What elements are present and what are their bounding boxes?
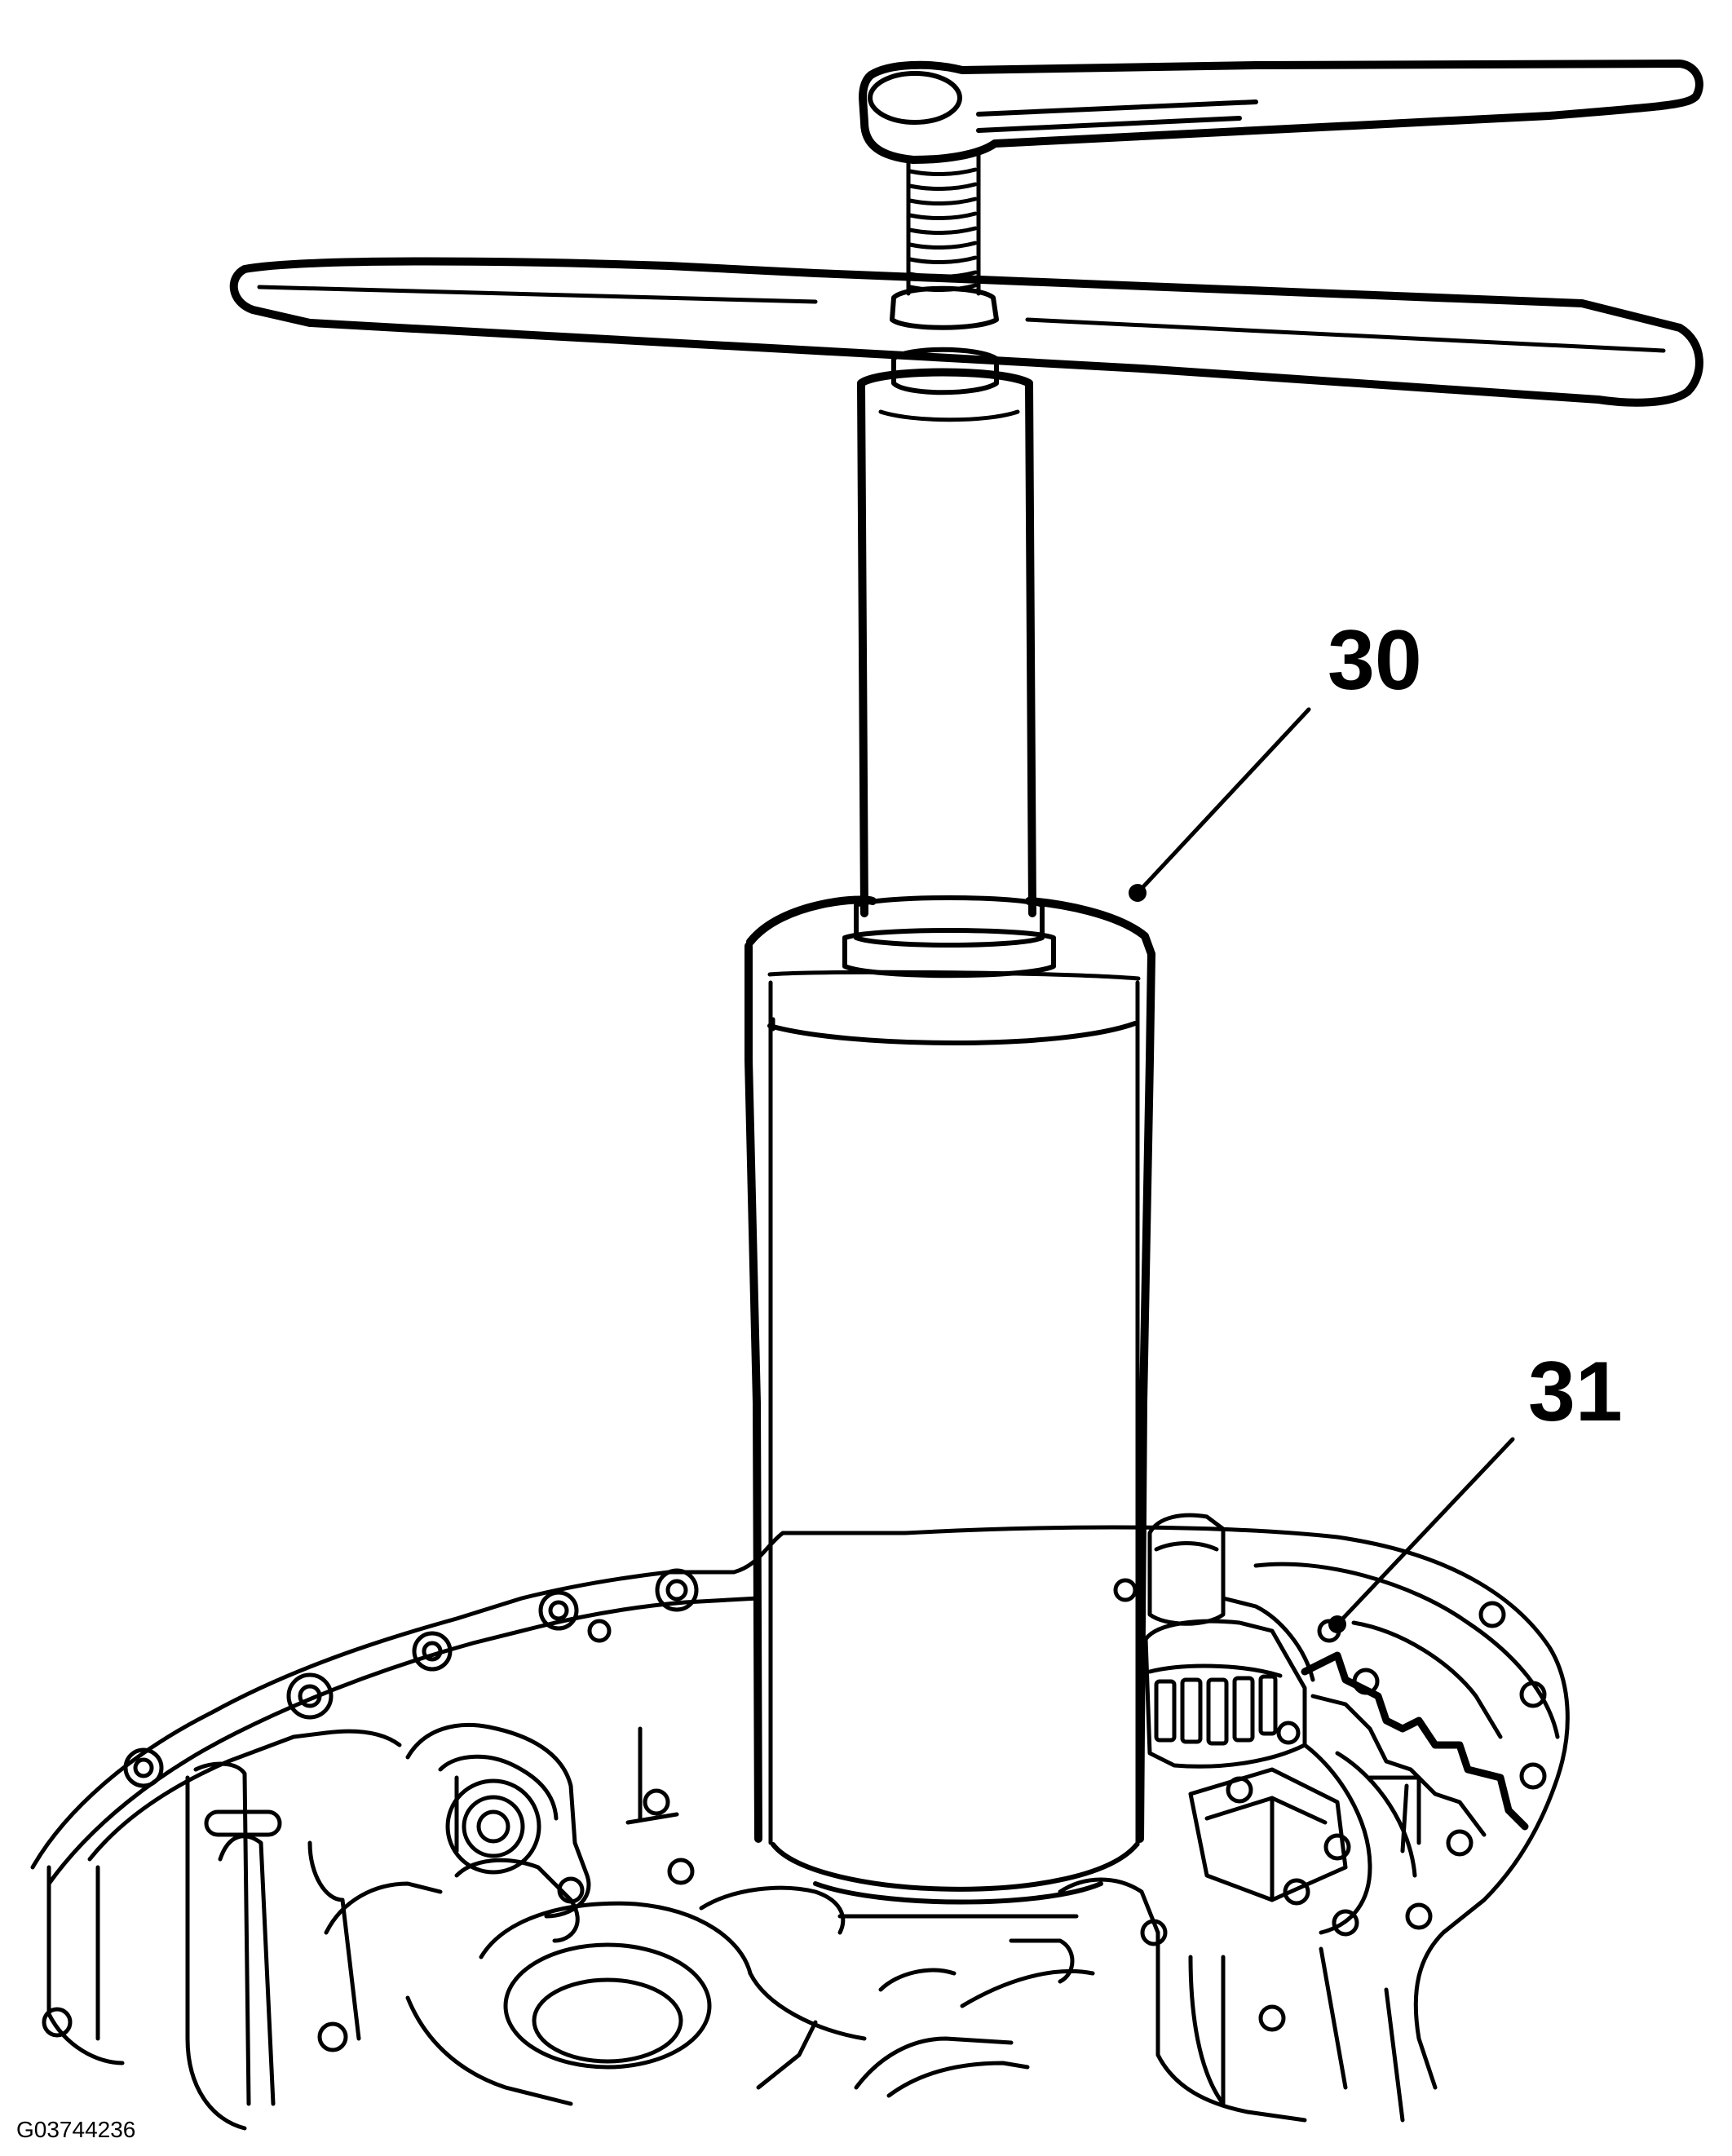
- transmission-housing: [30, 1525, 1570, 2131]
- installer-tool: [229, 60, 1703, 1919]
- callout-leader-31: [1328, 1437, 1515, 1633]
- callout-label-30: 30: [1328, 613, 1422, 708]
- figure-id: G03744236: [16, 2117, 136, 2142]
- threaded-spindle: [906, 152, 981, 296]
- differential-bearing-assembly: [1143, 1513, 1560, 1935]
- callout-label-31: 31: [1528, 1345, 1623, 1439]
- callout-leader-30: [1129, 707, 1311, 902]
